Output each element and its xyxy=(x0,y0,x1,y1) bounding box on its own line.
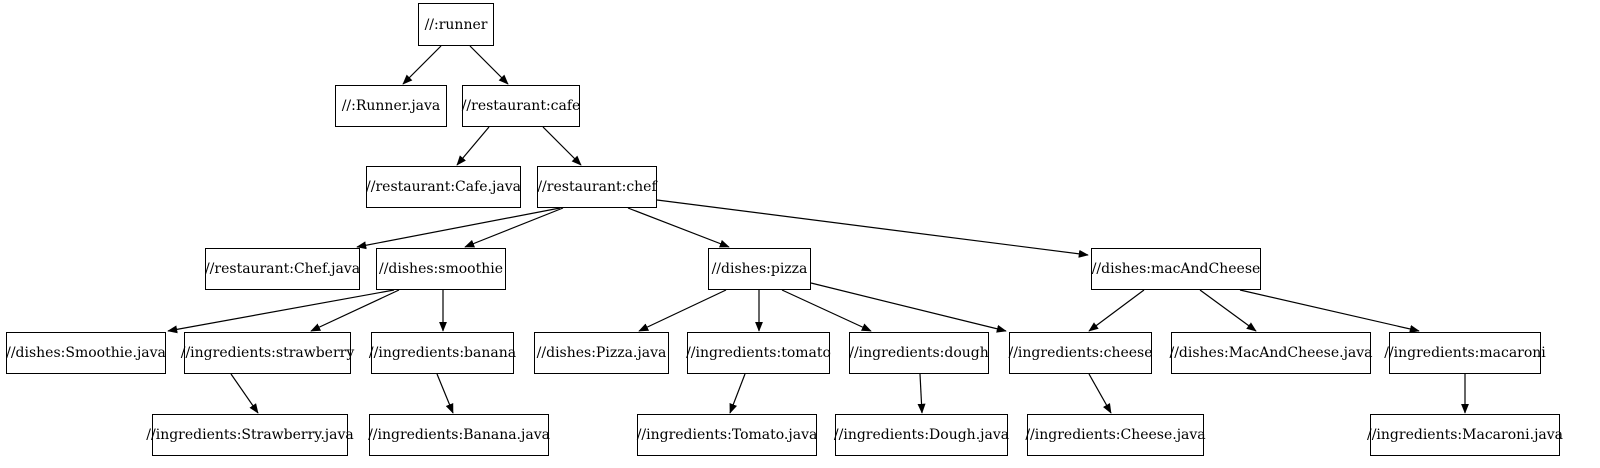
node-label: //restaurant:chef xyxy=(537,179,657,195)
graph-node-dishes_mac[interactable]: //dishes:macAndCheese xyxy=(1091,248,1261,290)
node-label: //ingredients:Cheese.java xyxy=(1025,427,1206,443)
node-label: //dishes:smoothie xyxy=(379,261,503,277)
graph-node-runner[interactable]: //:runner xyxy=(418,3,494,46)
graph-node-ing_dough[interactable]: //ingredients:dough xyxy=(849,332,989,374)
node-label: //dishes:Pizza.java xyxy=(536,345,667,361)
node-label: //:runner xyxy=(424,16,488,33)
graph-node-ing_cheese[interactable]: //ingredients:cheese xyxy=(1008,332,1153,374)
node-label: //dishes:macAndCheese xyxy=(1091,261,1261,277)
node-label: //ingredients:Strawberry.java xyxy=(146,427,354,443)
node-label: //:Runner.java xyxy=(341,98,441,114)
node-label: //ingredients:tomato xyxy=(686,345,831,361)
graph-node-dishes_smoothie[interactable]: //dishes:smoothie xyxy=(376,248,506,290)
graph-node-ing_strawberry[interactable]: //ingredients:strawberry xyxy=(181,332,354,374)
node-label: //dishes:MacAndCheese.java xyxy=(1169,345,1373,361)
graph-node-ing_banana[interactable]: //ingredients:banana xyxy=(368,332,517,374)
node-label: //restaurant:cafe xyxy=(461,98,581,114)
node-label: //ingredients:dough xyxy=(849,345,989,361)
node-label: //ingredients:Tomato.java xyxy=(636,427,818,443)
graph-node-strawberry_java[interactable]: //ingredients:Strawberry.java xyxy=(146,414,354,456)
graph-node-ing_macaroni[interactable]: //ingredients:macaroni xyxy=(1384,332,1546,374)
node-label: //ingredients:strawberry xyxy=(180,345,355,361)
graph-node-chef_java[interactable]: //restaurant:Chef.java xyxy=(205,248,360,290)
graph-node-mac_java[interactable]: //dishes:MacAndCheese.java xyxy=(1169,332,1373,374)
node-label: //ingredients:Banana.java xyxy=(368,427,550,443)
graph-node-dishes_pizza[interactable]: //dishes:pizza xyxy=(708,248,811,290)
node-label: //dishes:pizza xyxy=(711,261,808,277)
node-label: //dishes:Smoothie.java xyxy=(6,345,166,361)
node-label: //ingredients:Macaroni.java xyxy=(1367,427,1564,443)
graph-node-macaroni_java[interactable]: //ingredients:Macaroni.java xyxy=(1367,414,1564,456)
node-label: //ingredients:Dough.java xyxy=(833,427,1010,443)
graph-node-banana_java[interactable]: //ingredients:Banana.java xyxy=(368,414,550,456)
graph-node-runner_java[interactable]: //:Runner.java xyxy=(335,85,447,127)
graph-node-smoothie_java[interactable]: //dishes:Smoothie.java xyxy=(6,332,166,374)
graph-node-pizza_java[interactable]: //dishes:Pizza.java xyxy=(534,332,669,374)
graph-node-restaurant_cafe[interactable]: //restaurant:cafe xyxy=(462,85,580,127)
node-label: //restaurant:Cafe.java xyxy=(366,179,521,195)
node-label: //ingredients:macaroni xyxy=(1384,345,1546,361)
node-label: //ingredients:banana xyxy=(368,345,517,361)
graph-node-dough_java[interactable]: //ingredients:Dough.java xyxy=(833,414,1010,456)
graph-node-cafe_java[interactable]: //restaurant:Cafe.java xyxy=(366,166,521,208)
graph-node-restaurant_chef[interactable]: //restaurant:chef xyxy=(537,166,657,208)
node-label: //ingredients:cheese xyxy=(1008,345,1153,361)
graph-node-ing_tomato[interactable]: //ingredients:tomato xyxy=(686,332,831,374)
graph-node-tomato_java[interactable]: //ingredients:Tomato.java xyxy=(637,414,817,456)
graph-node-cheese_java[interactable]: //ingredients:Cheese.java xyxy=(1025,414,1206,456)
node-label: //restaurant:Chef.java xyxy=(204,261,361,277)
